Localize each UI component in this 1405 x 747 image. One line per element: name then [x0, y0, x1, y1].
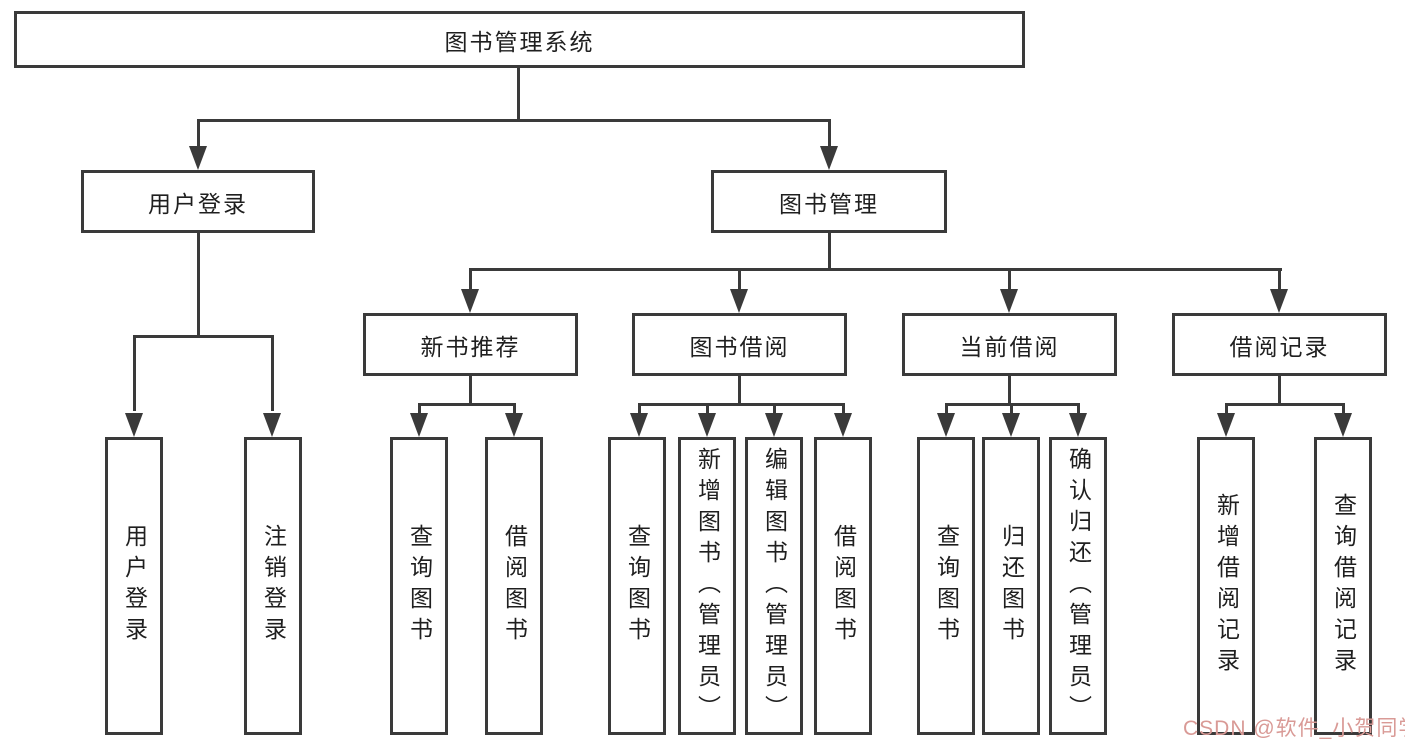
leaf-label: 查询图书 [624, 524, 651, 648]
leaf-bb-query-books: 查询图书 [608, 437, 666, 735]
connector-line-v [513, 403, 516, 415]
leaf-bb-edit-books-admin: 编辑图书（管理员） [745, 437, 803, 735]
node-new-book-recommend: 新书推荐 [363, 313, 578, 376]
arrowhead-down-icon [1069, 413, 1087, 437]
node-current-borrow: 当前借阅 [902, 313, 1117, 376]
leaf-label: 新增图书（管理员） [694, 446, 721, 726]
arrowhead-down-icon [505, 413, 523, 437]
arrowhead-down-icon [1270, 289, 1288, 313]
connector-line-v [828, 232, 831, 271]
leaf-label: 注销登录 [260, 524, 287, 648]
connector-line-h [469, 268, 1282, 271]
connector-line-v [945, 403, 948, 415]
connector-line-v [842, 403, 845, 415]
watermark: CSDN @软件_小贺同学 [1183, 717, 1405, 740]
leaf-label: 确认归还（管理员） [1065, 446, 1092, 726]
connector-line-v [469, 374, 472, 406]
connector-line-h [1225, 403, 1345, 406]
arrowhead-down-icon [698, 413, 716, 437]
connector-line-v [1008, 268, 1011, 290]
arrowhead-down-icon [1000, 289, 1018, 313]
connector-line-v [1077, 403, 1080, 415]
connector-line-v [738, 268, 741, 290]
connector-line-v [706, 403, 709, 415]
leaf-label: 查询图书 [406, 524, 433, 648]
connector-line-v [773, 403, 776, 415]
arrowhead-down-icon [189, 146, 207, 170]
connector-line-v [1008, 374, 1011, 406]
leaf-nb-query-books: 查询图书 [390, 437, 448, 735]
leaf-nb-borrow-books: 借阅图书 [485, 437, 543, 735]
arrowhead-down-icon [765, 413, 783, 437]
leaf-label: 编辑图书（管理员） [761, 446, 788, 726]
connector-line-h [638, 403, 845, 406]
connector-line-v [1278, 268, 1281, 290]
leaf-label: 新增借阅记录 [1213, 493, 1240, 679]
connector-line-h [133, 335, 274, 338]
node-book-management: 图书管理 [711, 170, 947, 233]
connector-line-v [418, 403, 421, 415]
connector-line-v [133, 335, 136, 411]
arrowhead-down-icon [461, 289, 479, 313]
arrowhead-down-icon [937, 413, 955, 437]
leaf-label: 借阅图书 [830, 524, 857, 648]
arrowhead-down-icon [1217, 413, 1235, 437]
leaf-label: 用户登录 [121, 524, 148, 648]
connector-line-v [828, 119, 831, 149]
connector-line-v [1342, 403, 1345, 415]
node-user-login: 用户登录 [81, 170, 315, 233]
arrowhead-down-icon [630, 413, 648, 437]
connector-line-v [197, 119, 200, 149]
connector-line-v [638, 403, 641, 415]
leaf-cb-return-books: 归还图书 [982, 437, 1040, 735]
arrowhead-down-icon [1002, 413, 1020, 437]
connector-line-v [738, 374, 741, 406]
connector-line-v [469, 268, 472, 290]
leaf-br-query-record: 查询借阅记录 [1314, 437, 1372, 735]
leaf-cb-query-books: 查询图书 [917, 437, 975, 735]
arrowhead-down-icon [820, 146, 838, 170]
connector-line-v [517, 66, 520, 121]
connector-line-v [197, 232, 200, 337]
arrowhead-down-icon [730, 289, 748, 313]
leaf-logout: 注销登录 [244, 437, 302, 735]
leaf-label: 归还图书 [998, 524, 1025, 648]
arrowhead-down-icon [1334, 413, 1352, 437]
leaf-user-login: 用户登录 [105, 437, 163, 735]
node-root: 图书管理系统 [14, 11, 1025, 68]
leaf-label: 查询借阅记录 [1330, 493, 1357, 679]
connector-line-v [1225, 403, 1228, 415]
leaf-bb-borrow-books: 借阅图书 [814, 437, 872, 735]
connector-line-v [1278, 374, 1281, 406]
node-borrow-records: 借阅记录 [1172, 313, 1387, 376]
leaf-bb-add-books-admin: 新增图书（管理员） [678, 437, 736, 735]
connector-line-v [1010, 403, 1013, 415]
leaf-label: 借阅图书 [501, 524, 528, 648]
arrowhead-down-icon [410, 413, 428, 437]
leaf-br-add-record: 新增借阅记录 [1197, 437, 1255, 735]
leaf-label: 查询图书 [933, 524, 960, 648]
node-book-borrow: 图书借阅 [632, 313, 847, 376]
arrowhead-down-icon [125, 413, 143, 437]
connector-line-h [418, 403, 516, 406]
connector-line-v [271, 335, 274, 411]
leaf-cb-confirm-return-admin: 确认归还（管理员） [1049, 437, 1107, 735]
arrowhead-down-icon [834, 413, 852, 437]
connector-line-h [197, 119, 831, 122]
arrowhead-down-icon [263, 413, 281, 437]
